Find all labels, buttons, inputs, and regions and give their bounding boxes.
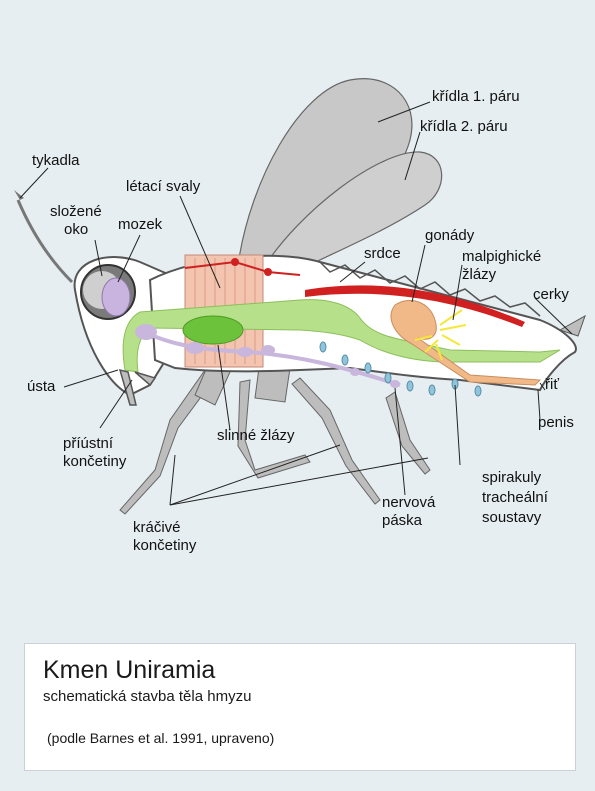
caption-title: Kmen Uniramia [43,656,216,684]
salivary-gland [182,315,244,345]
label-cerci: cerky [533,286,569,303]
label-penis: penis [538,414,574,431]
label-nerve-cord-2: páska [382,512,423,529]
cerci [558,314,586,337]
spiracles [319,341,482,397]
label-mouthparts-2: končetiny [63,453,127,470]
label-gonads: gonády [425,227,475,244]
label-malpighian-2: žlázy [462,266,497,283]
label-flight-muscles: létací svaly [126,178,201,195]
caption-subtitle: schematická stavba těla hmyzu [43,688,252,705]
antenna [16,199,74,284]
gonad [390,300,542,386]
caption-box: Kmen Uniramia schematická stavba těla hm… [24,643,576,771]
antenna-tip [14,190,24,200]
gut [122,299,561,373]
label-compound-eye-1: složené [50,203,102,220]
label-heart: srdce [364,245,401,262]
label-spiracles-2: tracheální [482,489,548,506]
heart [305,285,525,327]
brain [101,277,131,317]
mouthparts [118,368,157,406]
label-compound-eye-2: oko [64,221,89,238]
label-spiracles-1: spirakuly [482,469,542,486]
label-salivary-glands: slinné žlázy [217,427,295,444]
hindwing [261,151,443,276]
caption-source: (podle Barnes et al. 1991, upraveno) [47,730,275,746]
malpighian-tubules [414,309,467,361]
label-brain: mozek [118,216,163,233]
label-malpighian-1: malpighické [462,248,542,265]
label-antennae: tykadla [32,152,80,169]
insect-anatomy-diagram [14,78,586,515]
label-mouth: ústa [27,378,56,395]
label-walking-legs-1: kráčivé [133,519,181,536]
leader-lines [19,101,573,506]
label-forewings: křídla 1. páru [432,88,520,105]
label-nerve-cord-1: nervová [382,494,436,511]
label-spiracles-3: soustavy [482,509,542,526]
nerve-ganglia [135,324,400,388]
label-hindwings: křídla 2. páru [420,118,508,135]
label-walking-legs-2: končetiny [133,537,197,554]
label-mouthparts-1: příústní [63,435,114,452]
label-anus: řiť [545,376,559,393]
